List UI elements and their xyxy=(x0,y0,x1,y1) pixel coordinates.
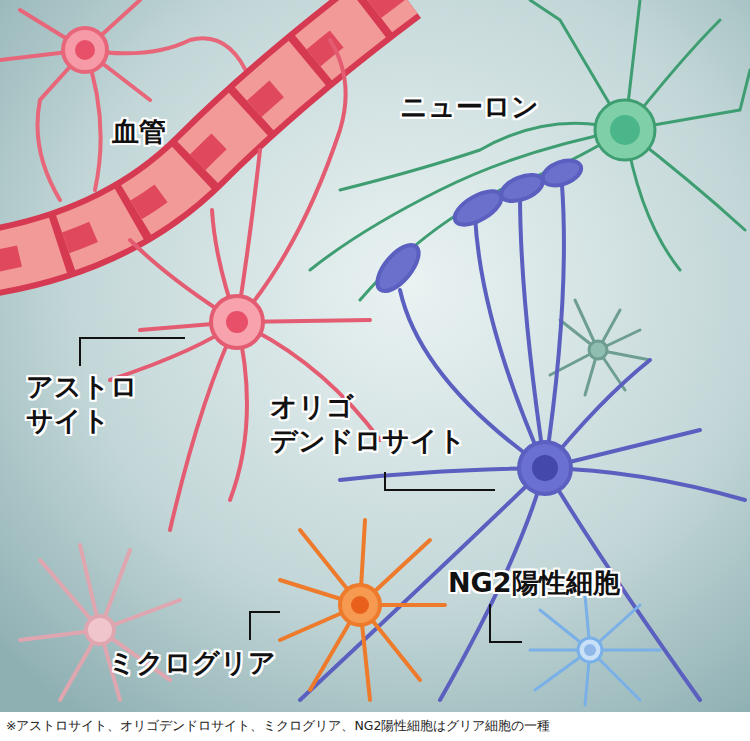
cell-process xyxy=(110,40,380,530)
caption-ground xyxy=(0,712,750,741)
neuron xyxy=(310,0,750,300)
microglia xyxy=(280,520,445,700)
part-label: アストロ サイト xyxy=(26,370,151,438)
cell-body xyxy=(340,585,380,625)
nucleus xyxy=(584,644,596,656)
cell-body xyxy=(589,341,607,359)
cell-body xyxy=(211,296,263,348)
nucleus xyxy=(75,40,95,60)
part-label: ミクログリア xyxy=(108,646,276,680)
cell-body xyxy=(578,638,602,662)
nucleus xyxy=(532,455,558,481)
cell-body xyxy=(595,100,655,160)
cell-process xyxy=(550,300,650,395)
cell-process xyxy=(280,520,445,700)
myelin-sheath xyxy=(539,156,584,190)
axon xyxy=(360,130,625,300)
nucleus xyxy=(226,311,248,333)
nucleus xyxy=(610,115,640,145)
nucleus xyxy=(351,596,369,614)
leader-line xyxy=(385,472,495,490)
leader-line xyxy=(250,612,280,640)
astrocyte xyxy=(110,40,380,530)
myelin-sheath xyxy=(370,238,426,298)
leader-line xyxy=(490,604,522,642)
dendrite xyxy=(310,0,750,270)
part-label: ニューロン xyxy=(400,90,539,124)
cell-body xyxy=(519,442,571,494)
faded-cell xyxy=(550,300,650,395)
caption: ※アストロサイト、オリゴデンドロサイト、ミクログリア、NG2陽性細胞はグリア細胞… xyxy=(6,718,550,735)
part-label: 血管 xyxy=(112,115,166,149)
part-label: NG2陽性細胞 xyxy=(448,566,620,600)
leader-line xyxy=(80,338,185,366)
background xyxy=(0,0,750,712)
ng2-cell xyxy=(530,595,660,705)
cell-process xyxy=(530,595,660,705)
cell-body xyxy=(86,616,114,644)
myelin-sheath xyxy=(497,170,546,207)
part-label: オリゴ デンドロサイト xyxy=(270,390,530,458)
cell-body xyxy=(63,28,107,72)
myelin-sheath xyxy=(449,185,506,232)
